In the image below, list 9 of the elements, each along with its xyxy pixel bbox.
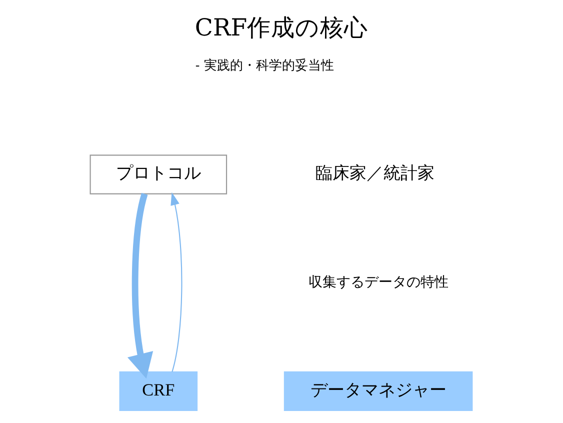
node-box: CRF xyxy=(119,371,198,412)
arrow xyxy=(170,192,182,372)
diagram-title: CRF作成の核心 xyxy=(194,14,368,42)
label: - 実践的・科学的妥当性 xyxy=(195,58,334,74)
node-box: データマネジャー xyxy=(284,371,473,412)
arrow xyxy=(127,193,154,379)
node-box: プロトコル xyxy=(90,154,228,194)
node-text: 臨床家／統計家 xyxy=(316,164,435,183)
label: 収集するデータの特性 xyxy=(308,274,448,290)
